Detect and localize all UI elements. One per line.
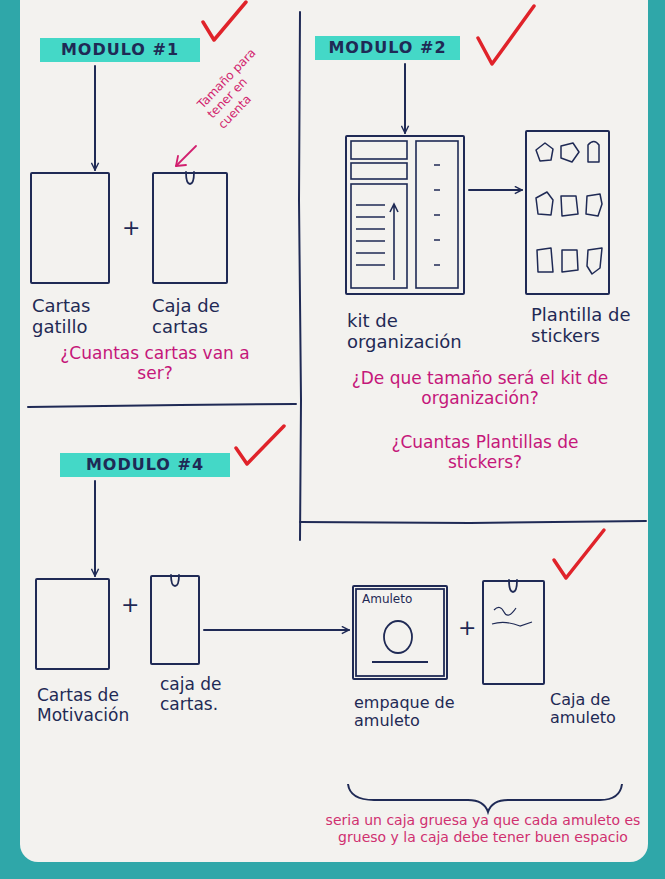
node-label: Caja de amuleto <box>550 691 620 728</box>
sticker-shape <box>536 192 553 215</box>
module-band: MODULO #2 <box>315 36 460 60</box>
module-title: MODULO #2 <box>328 39 446 57</box>
board-surface <box>20 0 648 862</box>
node-label: caja de cartas. <box>160 675 222 714</box>
sticker-shape <box>561 196 578 216</box>
card-case: caja de cartas. <box>150 575 200 665</box>
flow-arrow <box>94 66 96 170</box>
node-label: Cartas gatillo <box>32 296 122 337</box>
amulet-package: Amuletoempaque de amuleto <box>352 585 448 680</box>
kit-compartment <box>416 141 458 288</box>
flow-arrow <box>469 189 522 191</box>
question-note: ¿Cuantas cartas van a ser? <box>55 343 255 384</box>
node-label: Caja de cartas <box>152 296 242 337</box>
horizontal-divider <box>28 404 296 407</box>
card-box: Cartas de Motivación <box>35 578 110 670</box>
sticker-sheet: Plantilla de stickers <box>525 130 610 295</box>
kit-arrow <box>390 204 398 280</box>
brace <box>348 784 622 812</box>
organizer-kit: kit de organización <box>345 135 465 295</box>
scribble <box>492 607 532 626</box>
sticker-shape <box>586 194 602 216</box>
kit-sketch <box>351 141 458 288</box>
plus-sign: + <box>121 592 141 618</box>
module-title: MODULO #1 <box>61 41 179 59</box>
sticker-shape <box>536 143 553 161</box>
leader-arrow <box>176 146 196 166</box>
section-divider <box>300 521 646 523</box>
design-note: seria un caja gruesa ya que cada amuleto… <box>318 812 648 846</box>
module-band: MODULO #4 <box>60 453 230 477</box>
check-marks <box>203 2 604 578</box>
divider-lines <box>28 12 646 540</box>
check-mark <box>554 530 604 578</box>
module-title: MODULO #4 <box>86 456 204 474</box>
card-case: Caja de cartas <box>152 172 228 284</box>
plus-sign: + <box>458 615 478 641</box>
sticker-shapes <box>536 142 602 275</box>
amulet-sketch <box>356 589 532 676</box>
sticker-shape <box>562 250 578 272</box>
flow-arrow <box>204 629 349 631</box>
node-label: kit de organización <box>347 311 475 352</box>
node-label: Amuleto <box>362 593 442 607</box>
card-box: Cartas gatillo <box>30 172 110 284</box>
node-label: Plantilla de stickers <box>531 305 643 346</box>
question-note: ¿Cuantas Plantillas de stickers? <box>360 432 610 473</box>
flow-arrow <box>94 481 96 576</box>
amulet-inner-frame <box>356 589 444 676</box>
node-label: Cartas de Motivación <box>37 686 137 725</box>
module-band: MODULO #1 <box>40 38 200 62</box>
leader-line <box>176 146 196 166</box>
kit-slots <box>356 205 385 265</box>
sticker-shape <box>587 248 602 274</box>
flow-arrow <box>404 64 406 133</box>
leader-head <box>176 156 186 166</box>
check-mark <box>236 426 284 464</box>
check-mark <box>478 6 534 64</box>
check-mark <box>203 2 246 40</box>
sticker-shape <box>537 248 553 272</box>
kit-compartment <box>351 163 407 179</box>
sticker-shape <box>561 143 579 162</box>
amulet-box: Caja de amuleto <box>482 580 545 685</box>
sticker-shape <box>588 142 599 163</box>
node-label: empaque de amuleto <box>354 694 456 731</box>
vertical-divider <box>299 12 301 540</box>
kit-compartment <box>351 184 407 288</box>
kit-compartment <box>351 141 407 159</box>
amulet-line <box>372 661 428 663</box>
kit-ticks <box>434 165 440 265</box>
amulet-circle <box>384 621 412 653</box>
question-note: ¿De que tamaño será el kit de organizaci… <box>330 368 630 409</box>
plus-sign: + <box>122 215 142 241</box>
